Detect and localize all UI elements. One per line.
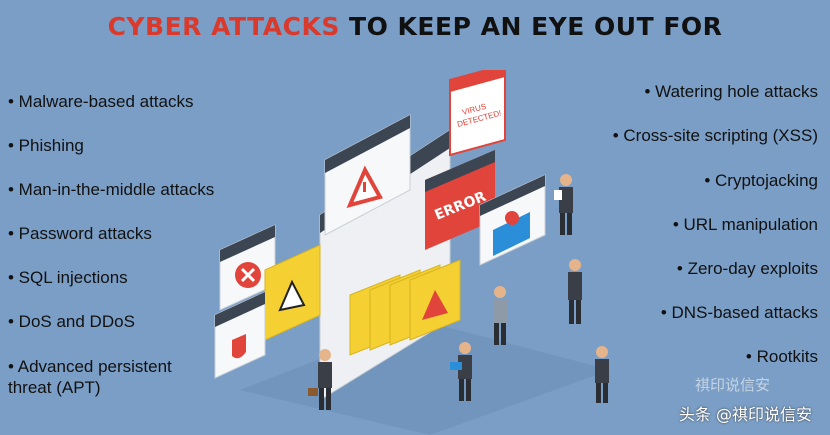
person-walking: [595, 346, 609, 403]
x-error-window: [219, 224, 276, 311]
watermark-text: 头条 @祺印说信安: [678, 405, 812, 424]
list-item: • Password attacks: [8, 224, 152, 243]
title-highlight: CYBER ATTACKS: [107, 12, 340, 41]
shield-window: [214, 291, 266, 379]
list-item: • Cryptojacking: [704, 171, 818, 190]
error-window: ERROR: [425, 150, 495, 250]
list-item: • Rootkits: [745, 347, 818, 366]
person-briefcase: [308, 349, 332, 410]
warning-window: [324, 114, 411, 236]
person-pointing: [568, 259, 582, 324]
list-item: • Malware-based attacks: [8, 92, 194, 111]
list-item: • Man-in-the-middle attacks: [8, 180, 215, 199]
list-item: • Cross-site scripting (XSS): [612, 126, 818, 145]
yellow-warning-window: [264, 244, 321, 341]
watermark: 头条 @祺印说信安: [679, 401, 812, 425]
watermark-ghost: 祺印说信安: [694, 376, 770, 394]
list-item: • DoS and DDoS: [8, 312, 135, 331]
envelope-icon: [493, 212, 530, 256]
list-item: • Phishing: [8, 136, 84, 155]
list-item: • Watering hole attacks: [644, 82, 818, 101]
warning-icon: [278, 279, 306, 312]
list-item-continuation: threat (APT): [8, 378, 101, 397]
virus-detected-popup: VIRUS DETECTED!: [449, 70, 506, 157]
list-item: • SQL injections: [8, 268, 128, 287]
cyber-attack-illustration: VIRUS DETECTED! ERROR: [214, 70, 610, 435]
list-item: • DNS-based attacks: [660, 303, 818, 322]
stacked-warning-folders: [349, 259, 461, 356]
list-item: • Advanced persistent: [8, 357, 172, 376]
person-reading: [554, 174, 573, 235]
alert-icon: [422, 290, 448, 320]
person-laptop: [450, 342, 472, 401]
skull-icon: [505, 211, 519, 225]
list-item: • URL manipulation: [672, 215, 818, 234]
person-panicking: [493, 286, 507, 345]
page-title: CYBER ATTACKS TO KEEP AN EYE OUT FOR: [0, 12, 830, 41]
list-item: • Zero-day exploits: [676, 259, 818, 278]
shield-icon: [232, 334, 246, 359]
email-window: [479, 174, 546, 266]
title-rest: TO KEEP AN EYE OUT FOR: [339, 12, 723, 41]
